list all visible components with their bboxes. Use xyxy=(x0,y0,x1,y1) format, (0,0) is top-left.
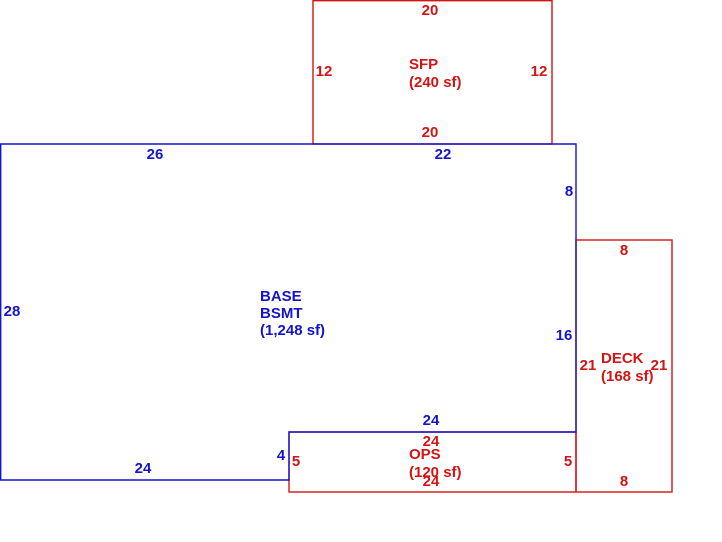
sfp-dim-bottom: 20 xyxy=(422,124,439,141)
deck-area[interactable]: 8 8 21 21 DECK (168 sf) xyxy=(575,239,673,493)
base-dim-bottom-left: 24 xyxy=(135,460,152,477)
ops-dim-top: 24 xyxy=(423,433,440,450)
deck-area-label: (168 sf) xyxy=(601,368,654,385)
ops-dim-bottom: 24 xyxy=(423,473,440,490)
base-dim-step-vertical: 4 xyxy=(277,447,286,464)
deck-dim-right: 21 xyxy=(651,357,668,374)
deck-dim-bottom: 8 xyxy=(620,473,628,490)
base-name-label: BASE xyxy=(260,288,302,305)
base-sub-label: BSMT xyxy=(260,305,303,322)
base-area-label: (1,248 sf) xyxy=(260,322,325,339)
base-dim-right-lower: 16 xyxy=(556,327,573,344)
deck-dim-top: 8 xyxy=(620,242,628,259)
base-area[interactable]: 26 22 28 8 16 24 4 24 BASE BSMT (1,248 s… xyxy=(0,143,577,481)
base-dim-top-left: 26 xyxy=(147,146,164,163)
ops-area-label: (120 sf) xyxy=(409,464,462,481)
ops-dim-right: 5 xyxy=(564,453,572,470)
sfp-dim-top: 20 xyxy=(422,2,439,19)
sfp-name-label: SFP xyxy=(409,56,438,73)
base-dim-left: 28 xyxy=(4,303,21,320)
sfp-dim-right: 12 xyxy=(531,63,548,80)
deck-dim-left: 21 xyxy=(580,357,597,374)
deck-name-label: DECK xyxy=(601,350,644,367)
base-outline xyxy=(0,143,577,481)
sfp-dim-left: 12 xyxy=(316,63,333,80)
sfp-area[interactable]: 20 20 12 12 SFP (240 sf) xyxy=(312,0,553,145)
ops-area[interactable]: 24 24 5 5 OPS (120 sf) xyxy=(288,431,577,493)
ops-dim-left: 5 xyxy=(292,453,300,470)
ops-name-label: OPS xyxy=(409,446,441,463)
base-dim-right-upper: 8 xyxy=(565,183,573,200)
base-dim-step-horizontal: 24 xyxy=(423,412,440,429)
base-dim-top-right: 22 xyxy=(435,146,452,163)
sfp-area-label: (240 sf) xyxy=(409,74,462,91)
